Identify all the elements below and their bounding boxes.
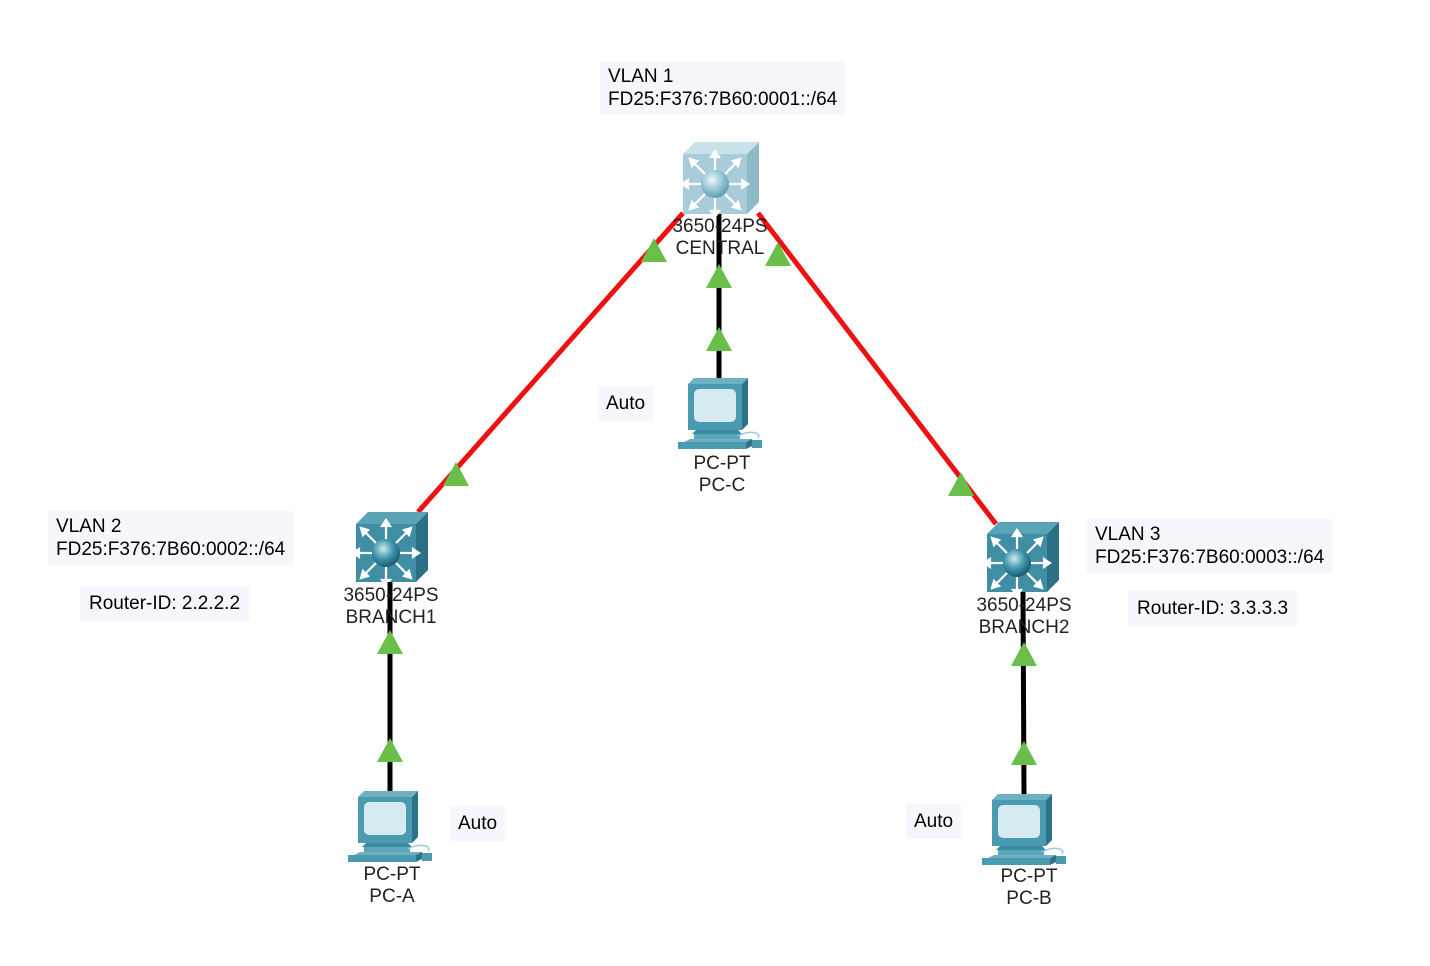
device-model: 3650-24PS bbox=[976, 595, 1072, 616]
vlan3-prefix: FD25:F376:7B60:0003::/64 bbox=[1095, 547, 1325, 568]
multilayer-switch-icon bbox=[351, 512, 428, 588]
auto-label-pc-c: Auto bbox=[606, 393, 646, 414]
vlan2-prefix: FD25:F376:7B60:0002::/64 bbox=[56, 539, 286, 560]
device-name: PC-B bbox=[1006, 888, 1052, 909]
device-label-pc-a: PC-PT PC-A bbox=[364, 864, 421, 908]
multilayer-switch-icon bbox=[982, 522, 1059, 598]
auto-label-pc-b: Auto bbox=[914, 811, 954, 832]
device-label-branch1: 3650-24PS BRANCH1 bbox=[343, 585, 438, 629]
vlan2-title: VLAN 2 bbox=[56, 516, 122, 537]
vlan1-note[interactable]: VLAN 1 FD25:F376:7B60:0001::/64 bbox=[600, 61, 846, 115]
auto-label-pc-a: Auto bbox=[458, 813, 498, 834]
device-model: 3650-24PS bbox=[343, 585, 439, 606]
device-label-central: 3650-24PS CENTRAL bbox=[672, 216, 767, 260]
device-name: BRANCH2 bbox=[978, 617, 1070, 638]
device-label-pc-c: PC-PT PC-C bbox=[694, 453, 751, 497]
link-status-up-icon bbox=[443, 462, 469, 486]
router-id-branch2-note[interactable]: Router-ID: 3.3.3.3 bbox=[1128, 591, 1298, 626]
pc-icon bbox=[678, 378, 762, 449]
link-status-up-icon bbox=[1011, 741, 1037, 765]
auto-note-pc-c[interactable]: Auto bbox=[598, 386, 654, 421]
device-name: PC-C bbox=[698, 475, 746, 496]
device-branch1[interactable] bbox=[351, 512, 428, 588]
vlan2-note[interactable]: VLAN 2 FD25:F376:7B60:0002::/64 bbox=[48, 511, 294, 565]
pc-icon bbox=[348, 791, 432, 862]
vlan3-note[interactable]: VLAN 3 FD25:F376:7B60:0003::/64 bbox=[1087, 519, 1333, 573]
auto-note-pc-b[interactable]: Auto bbox=[906, 804, 962, 839]
device-pc-c[interactable] bbox=[676, 378, 766, 459]
vlan1-title: VLAN 1 bbox=[608, 66, 674, 87]
device-label-branch2: 3650-24PS BRANCH2 bbox=[976, 595, 1071, 639]
router-id-branch1: Router-ID: 2.2.2.2 bbox=[89, 593, 241, 614]
vlan3-title: VLAN 3 bbox=[1095, 524, 1161, 545]
link-status-up-icon bbox=[706, 264, 732, 288]
link-status-up-icon bbox=[706, 327, 732, 351]
link-status-up-icon bbox=[1011, 642, 1037, 666]
device-name: PC-A bbox=[369, 886, 415, 907]
pc-icon bbox=[982, 794, 1066, 865]
link-status-up-icon bbox=[377, 738, 403, 762]
auto-note-pc-a[interactable]: Auto bbox=[450, 806, 506, 841]
device-model: PC-PT bbox=[363, 864, 421, 885]
link-status-up-icon bbox=[377, 630, 403, 654]
router-id-branch2: Router-ID: 3.3.3.3 bbox=[1137, 598, 1289, 619]
device-name: BRANCH1 bbox=[345, 607, 437, 628]
link-status-up-icon bbox=[641, 238, 667, 262]
link-status-up-icon bbox=[765, 242, 791, 266]
link-central-branch2[interactable] bbox=[756, 211, 998, 526]
link-status-up-icon bbox=[948, 472, 974, 496]
device-model: PC-PT bbox=[1000, 866, 1058, 887]
device-pc-a[interactable] bbox=[346, 791, 436, 872]
device-name: CENTRAL bbox=[675, 238, 765, 259]
device-central[interactable] bbox=[680, 142, 759, 221]
device-model: 3650-24PS bbox=[672, 216, 768, 237]
link-central-branch1[interactable] bbox=[416, 211, 685, 514]
device-model: PC-PT bbox=[693, 453, 751, 474]
vlan1-prefix: FD25:F376:7B60:0001::/64 bbox=[608, 89, 838, 110]
device-pc-b[interactable] bbox=[980, 794, 1070, 875]
device-branch2[interactable] bbox=[982, 522, 1059, 598]
device-label-pc-b: PC-PT PC-B bbox=[1001, 866, 1058, 910]
router-id-branch1-note[interactable]: Router-ID: 2.2.2.2 bbox=[80, 586, 250, 621]
multilayer-switch-icon bbox=[680, 142, 759, 219]
